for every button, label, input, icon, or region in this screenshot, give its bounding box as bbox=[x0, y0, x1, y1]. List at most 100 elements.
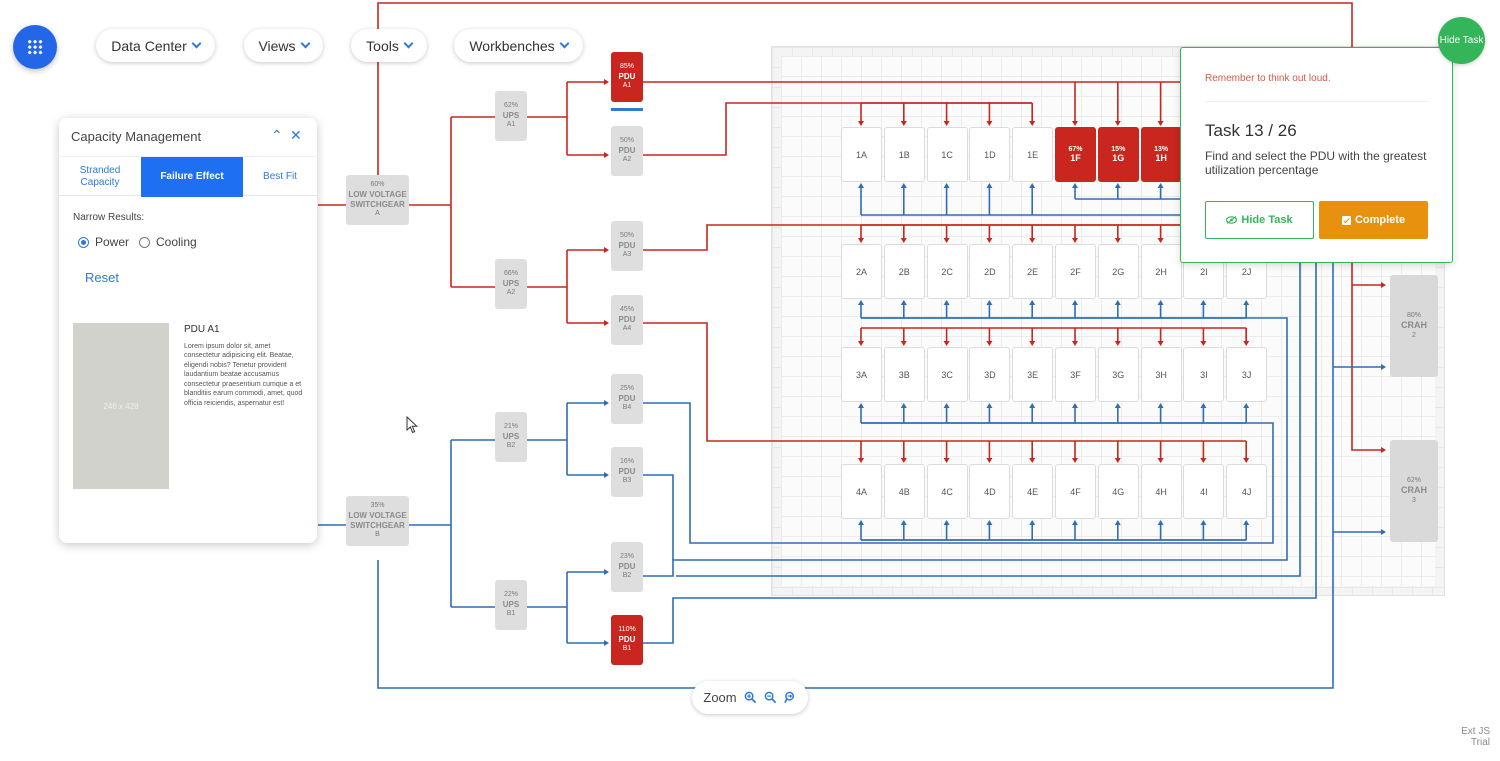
flow-arrow bbox=[1114, 300, 1121, 305]
rack-label: 1A bbox=[855, 149, 867, 160]
equipment-type: CRAH bbox=[1401, 320, 1427, 331]
rack-label: 2F bbox=[1070, 266, 1081, 277]
rack-3h[interactable]: 3H bbox=[1140, 347, 1182, 402]
zoom-in-icon[interactable] bbox=[744, 691, 757, 704]
rack-3f[interactable]: 3F bbox=[1055, 347, 1096, 402]
rack-label: 4D bbox=[984, 486, 996, 497]
flow-arrow bbox=[900, 458, 907, 463]
rack-1f[interactable]: 67%1F bbox=[1055, 127, 1096, 182]
cooling-radio[interactable]: Cooling bbox=[139, 235, 197, 249]
rack-2f[interactable]: 2F bbox=[1055, 244, 1096, 299]
rack-2g[interactable]: 2G bbox=[1097, 244, 1139, 299]
rack-4c[interactable]: 4C bbox=[926, 464, 968, 519]
flow-arrow bbox=[1157, 341, 1164, 346]
rack-label: 3E bbox=[1027, 369, 1039, 380]
equipment-type: UPS bbox=[502, 279, 520, 288]
complete-button[interactable]: Complete bbox=[1319, 201, 1428, 239]
rack-1g[interactable]: 15%1G bbox=[1097, 127, 1139, 182]
equipment-id: A bbox=[375, 210, 380, 217]
tab-failure-effect[interactable]: Failure Effect bbox=[141, 157, 243, 197]
flow-arrow bbox=[858, 341, 864, 346]
tools-menu[interactable]: Tools bbox=[351, 29, 427, 62]
rack-4j[interactable]: 4J bbox=[1226, 464, 1268, 519]
flow-arrow bbox=[943, 520, 950, 525]
rack-3g[interactable]: 3G bbox=[1097, 347, 1139, 402]
rack-4g[interactable]: 4G bbox=[1097, 464, 1139, 519]
close-icon[interactable]: ✕ bbox=[290, 127, 302, 143]
rack-3b[interactable]: 3B bbox=[883, 347, 925, 402]
rack-4i[interactable]: 4I bbox=[1183, 464, 1225, 519]
rack-label: 2I bbox=[1200, 266, 1208, 277]
rack-2e[interactable]: 2E bbox=[1012, 244, 1054, 299]
flow-arrow bbox=[1029, 121, 1036, 126]
power-radio[interactable]: Power bbox=[78, 235, 129, 249]
flow-arrow bbox=[858, 121, 864, 126]
flow-arrow bbox=[1243, 403, 1250, 408]
rack-1b[interactable]: 1B bbox=[883, 127, 925, 182]
rack-4h[interactable]: 4H bbox=[1140, 464, 1182, 519]
rack-4d[interactable]: 4D bbox=[969, 464, 1011, 519]
flow-arrow bbox=[1114, 458, 1121, 463]
rack-4f[interactable]: 4F bbox=[1055, 464, 1096, 519]
tab-stranded-capacity[interactable]: Stranded Capacity bbox=[79, 165, 121, 188]
rack-2c[interactable]: 2C bbox=[926, 244, 968, 299]
rack-3i[interactable]: 3I bbox=[1183, 347, 1225, 402]
flow-arrow bbox=[943, 238, 950, 243]
rack-3a[interactable]: 3A bbox=[841, 347, 882, 402]
apps-menu-button[interactable] bbox=[13, 25, 57, 69]
rack-2a[interactable]: 2A bbox=[841, 244, 882, 299]
rack-2d[interactable]: 2D bbox=[969, 244, 1011, 299]
rack-3e[interactable]: 3E bbox=[1012, 347, 1054, 402]
data-center-menu[interactable]: Data Center bbox=[96, 29, 215, 62]
rack-1h[interactable]: 13%1H bbox=[1140, 127, 1182, 182]
equipment-type: UPS bbox=[502, 600, 520, 609]
flow-arrow bbox=[1029, 403, 1036, 408]
views-menu[interactable]: Views bbox=[244, 29, 323, 62]
rack-3j[interactable]: 3J bbox=[1226, 347, 1268, 402]
rack-1c[interactable]: 1C bbox=[926, 127, 968, 182]
rack-4e[interactable]: 4E bbox=[1012, 464, 1054, 519]
collapse-chevron-icon[interactable]: ⌃ bbox=[271, 127, 283, 143]
rack-label: 2J bbox=[1241, 266, 1252, 277]
rack-3c[interactable]: 3C bbox=[926, 347, 968, 402]
flow-arrow bbox=[1114, 238, 1121, 243]
rack-4b[interactable]: 4B bbox=[883, 464, 925, 519]
rack-1d[interactable]: 1D bbox=[969, 127, 1011, 182]
tab-best-fit[interactable]: Best Fit bbox=[263, 171, 297, 182]
hide-task-toggle[interactable]: Hide Task bbox=[1438, 17, 1485, 64]
utilization-percent: 50% bbox=[619, 137, 634, 145]
rack-1a[interactable]: 1A bbox=[841, 127, 882, 182]
flow-arrow bbox=[900, 341, 907, 346]
reset-button[interactable]: Reset bbox=[85, 270, 119, 285]
flow-arrow bbox=[1243, 520, 1250, 525]
rack-3d[interactable]: 3D bbox=[969, 347, 1011, 402]
rack-label: 2D bbox=[984, 266, 996, 277]
rack-4a[interactable]: 4A bbox=[841, 464, 882, 519]
zoom-out-icon[interactable] bbox=[764, 691, 777, 704]
rack-2b[interactable]: 2B bbox=[883, 244, 925, 299]
rack-2h[interactable]: 2H bbox=[1140, 244, 1182, 299]
utilization-percent: 45% bbox=[619, 306, 634, 314]
workbenches-menu[interactable]: Workbenches bbox=[454, 29, 583, 62]
hide-task-button[interactable]: Hide Task bbox=[1205, 201, 1314, 239]
complete-label: Complete bbox=[1354, 214, 1406, 226]
zoom-reset-icon[interactable] bbox=[783, 691, 797, 704]
flow-arrow bbox=[1029, 458, 1036, 463]
rack-1e[interactable]: 1E bbox=[1012, 127, 1054, 182]
